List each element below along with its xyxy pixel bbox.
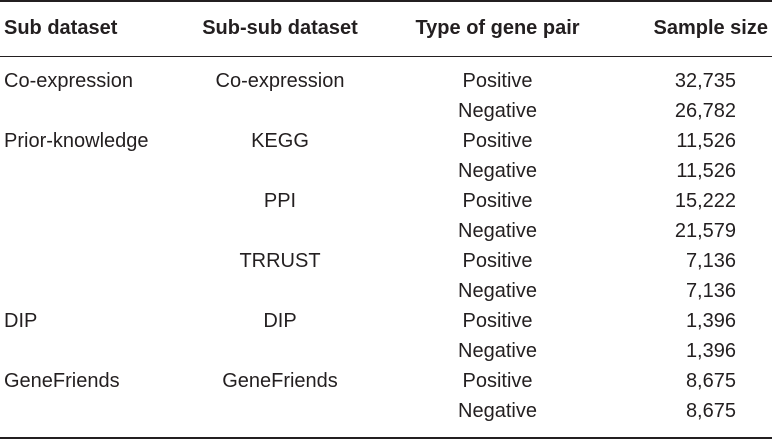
gene-pair-type-cell: Positive xyxy=(462,190,533,212)
table-row: Co-expression Co-expression Positive 32,735 xyxy=(0,66,772,96)
gene-pair-type-cell: Negative xyxy=(458,100,537,122)
sub-sub-dataset-cell xyxy=(190,396,370,426)
sub-sub-dataset-cell: Co-expression xyxy=(215,70,345,92)
gene-pair-type-cell: Negative xyxy=(458,220,537,242)
header-sub-sub-dataset: Sub-sub dataset xyxy=(202,17,358,39)
table-row: Negative 26,782 xyxy=(0,96,772,126)
sample-size-cell: 21,579 xyxy=(674,220,736,242)
sample-size-cell: 8,675 xyxy=(685,370,736,392)
bottom-rule xyxy=(0,437,772,439)
sub-sub-dataset-cell: TRRUST xyxy=(239,250,321,272)
header-row: Sub dataset Sub-sub dataset Type of gene… xyxy=(0,3,772,53)
sample-size-cell: 8,675 xyxy=(685,400,736,422)
table-row: Prior-knowledge KEGG Positive 11,526 xyxy=(0,126,772,156)
sub-dataset-cell: DIP xyxy=(4,310,38,332)
gene-pair-type-cell: Negative xyxy=(458,340,537,362)
gene-pair-type-cell: Negative xyxy=(458,160,537,182)
table-row: Negative 1,396 xyxy=(0,336,772,366)
table-row: Negative 21,579 xyxy=(0,216,772,246)
gene-pair-type-cell: Positive xyxy=(462,70,533,92)
top-rule xyxy=(0,0,772,2)
table-row: DIP DIP Positive 1,396 xyxy=(0,306,772,336)
table-row: Negative 7,136 xyxy=(0,276,772,306)
gene-pair-type-cell: Positive xyxy=(462,370,533,392)
table-row: PPI Positive 15,222 xyxy=(0,186,772,216)
gene-pair-type-cell: Negative xyxy=(458,400,537,422)
table-row: Negative 11,526 xyxy=(0,156,772,186)
sub-dataset-cell: Prior-knowledge xyxy=(4,130,149,152)
sub-dataset-cell: Co-expression xyxy=(4,70,133,92)
sample-size-cell: 26,782 xyxy=(674,100,736,122)
gene-pair-type-cell: Positive xyxy=(462,250,533,272)
sub-sub-dataset-cell xyxy=(190,276,370,306)
sub-sub-dataset-cell xyxy=(190,216,370,246)
sample-size-cell: 7,136 xyxy=(685,250,736,272)
header-sample-size: Sample size xyxy=(653,17,768,39)
sub-sub-dataset-cell: GeneFriends xyxy=(222,370,338,392)
gene-pair-type-cell: Positive xyxy=(462,310,533,332)
sub-sub-dataset-cell xyxy=(190,336,370,366)
sample-size-cell: 11,526 xyxy=(676,160,736,182)
sub-sub-dataset-cell: PPI xyxy=(263,190,297,212)
header-sub-dataset: Sub dataset xyxy=(4,17,118,39)
gene-pair-type-cell: Negative xyxy=(458,280,537,302)
gene-pair-type-cell: Positive xyxy=(462,130,533,152)
table-row: TRRUST Positive 7,136 xyxy=(0,246,772,276)
sample-size-cell: 15,222 xyxy=(674,190,736,212)
sub-sub-dataset-cell: KEGG xyxy=(251,130,309,152)
sub-dataset-cell: GeneFriends xyxy=(4,370,120,392)
sample-size-cell: 1,396 xyxy=(685,310,736,332)
sub-sub-dataset-cell xyxy=(190,156,370,186)
sample-size-cell: 11,526 xyxy=(676,130,736,152)
sample-size-cell: 32,735 xyxy=(674,70,736,92)
sub-sub-dataset-cell: DIP xyxy=(263,310,297,332)
table-row: GeneFriends GeneFriends Positive 8,675 xyxy=(0,366,772,396)
sample-size-cell: 1,396 xyxy=(685,340,736,362)
header-type-of-gene-pair: Type of gene pair xyxy=(415,17,580,39)
sub-sub-dataset-cell xyxy=(190,96,370,126)
table-row: Negative 8,675 xyxy=(0,396,772,426)
header-rule xyxy=(0,56,772,57)
sample-size-cell: 7,136 xyxy=(685,280,736,302)
